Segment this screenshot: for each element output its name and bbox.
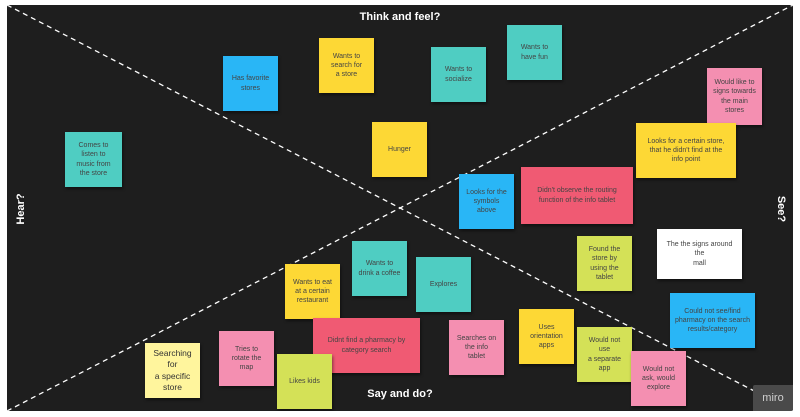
sticky-note-didnt-observe-routing[interactable]: Didn't observe the routing function of t… xyxy=(521,167,633,224)
sticky-note-comes-listen-music[interactable]: Comes to listen to music from the store xyxy=(65,132,122,187)
sticky-note-would-not-use-app[interactable]: Would not use a separate app xyxy=(577,327,632,382)
sticky-note-uses-orientation-apps[interactable]: Uses orientation apps xyxy=(519,309,574,364)
sticky-note-looks-certain-store[interactable]: Looks for a certain store, that he didn'… xyxy=(636,123,736,178)
quadrant-label-hear: Hear? xyxy=(15,193,27,225)
sticky-note-searching-specific-store[interactable]: Searching for a specific store xyxy=(145,343,200,398)
sticky-note-explores[interactable]: Explores xyxy=(416,257,471,312)
sticky-note-searches-info-tablet[interactable]: Searches on the info tablet xyxy=(449,320,504,375)
quadrant-label-think-feel: Think and feel? xyxy=(359,11,441,23)
sticky-note-wants-have-fun[interactable]: Wants to have fun xyxy=(507,25,562,80)
sticky-note-signs-around-mall[interactable]: The the signs around the mall xyxy=(657,229,742,279)
quadrant-divider-lines xyxy=(7,5,793,411)
sticky-note-wants-drink-coffee[interactable]: Wants to drink a coffee xyxy=(352,241,407,296)
sticky-note-has-favorite-stores[interactable]: Has favorite stores xyxy=(223,56,278,111)
sticky-note-found-store-tablet[interactable]: Found the store by using the tablet xyxy=(577,236,632,291)
sticky-note-tries-rotate-map[interactable]: Tries to rotate the map xyxy=(219,331,274,386)
miro-badge: miro xyxy=(753,385,793,411)
sticky-note-likes-kids[interactable]: Likes kids xyxy=(277,354,332,409)
sticky-note-wants-search-store[interactable]: Wants to search for a store xyxy=(319,38,374,93)
divider-line-ascending xyxy=(7,5,793,411)
sticky-note-would-like-signs[interactable]: Would like to signs towards the main sto… xyxy=(707,68,762,125)
sticky-note-could-not-see-pharmacy[interactable]: Could not see/find pharmacy on the searc… xyxy=(670,293,755,348)
sticky-note-would-not-ask[interactable]: Would not ask, would explore xyxy=(631,351,686,406)
quadrant-label-see: See? xyxy=(775,195,787,223)
sticky-note-hunger[interactable]: Hunger xyxy=(372,122,427,177)
sticky-note-wants-eat-restaurant[interactable]: Wants to eat at a certain restaurant xyxy=(285,264,340,319)
empathy-map-board: Think and feel? Say and do? Hear? See? H… xyxy=(7,5,793,411)
quadrant-label-say-do: Say and do? xyxy=(367,388,433,400)
sticky-note-wants-socialize[interactable]: Wants to socialize xyxy=(431,47,486,102)
sticky-note-looks-symbols[interactable]: Looks for the symbols above xyxy=(459,174,514,229)
